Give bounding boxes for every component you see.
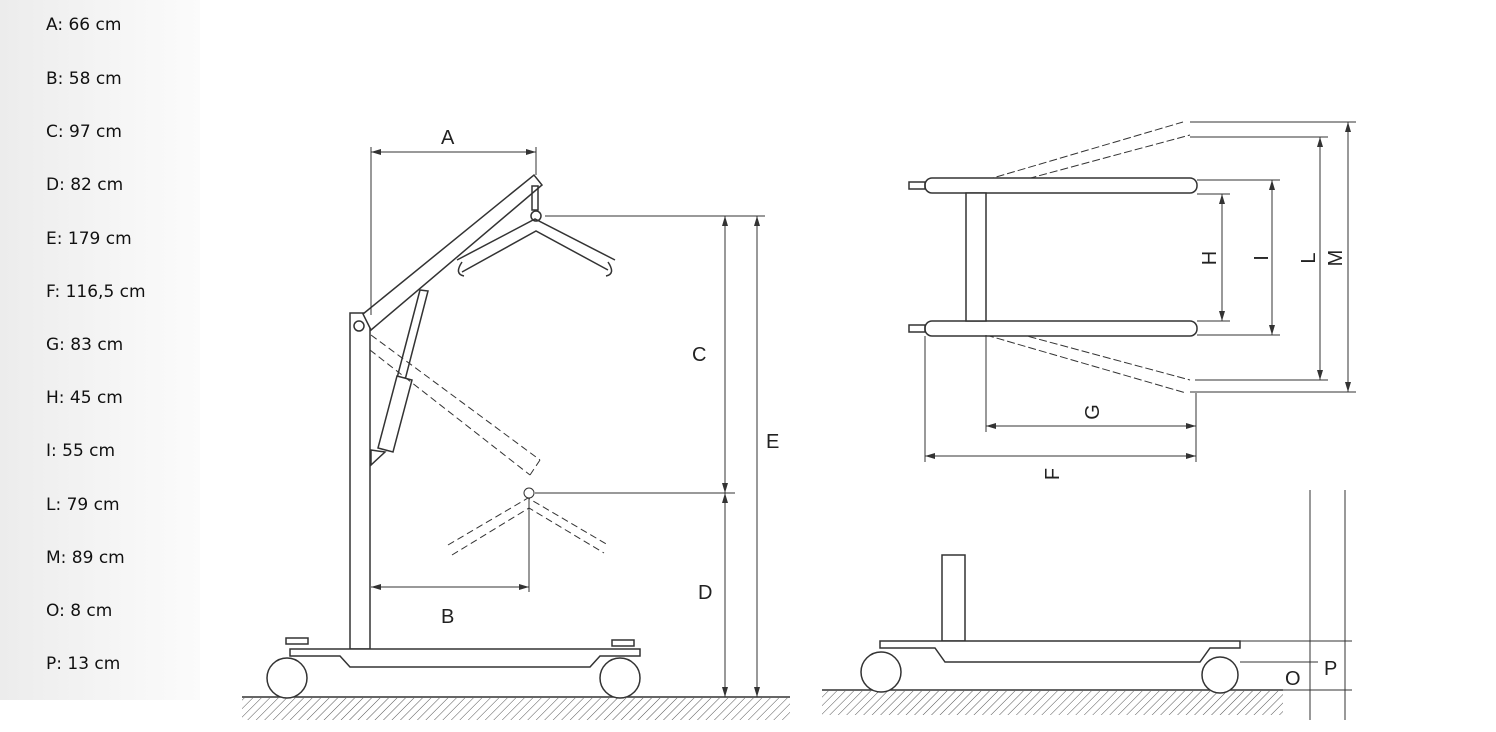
label-c: C	[692, 344, 706, 366]
spec-e: E: 179 cm	[46, 229, 132, 249]
side-view: A B C D E	[242, 127, 790, 720]
detail-base	[879, 640, 1241, 663]
label-o: O	[1285, 668, 1301, 690]
upper-handle	[908, 181, 926, 190]
spec-f: F: 116,5 cm	[46, 282, 146, 302]
spec-h: H: 45 cm	[46, 388, 123, 408]
actuator-mount	[370, 449, 387, 467]
spread-legs	[985, 121, 1191, 394]
spec-a: A: 66 cm	[46, 15, 122, 35]
hanger	[531, 185, 539, 211]
base-detail-view: O P	[822, 490, 1352, 720]
rear-caster-plate	[611, 639, 635, 647]
spec-c: C: 97 cm	[46, 122, 122, 142]
rear-wheel	[599, 657, 641, 699]
spec-p: P: 13 cm	[46, 654, 121, 674]
lower-handle	[908, 324, 926, 333]
top-leg-lower	[924, 320, 1198, 337]
label-p: P	[1324, 658, 1337, 680]
detail-front-wheel	[860, 651, 902, 693]
spreader-bar-bottom	[461, 230, 609, 273]
detail-rear-wheel	[1201, 656, 1239, 694]
boom	[362, 173, 544, 332]
mast	[349, 312, 371, 650]
top-leg-upper	[924, 177, 1198, 194]
spec-m: M: 89 cm	[46, 548, 125, 568]
spec-g: G: 83 cm	[46, 335, 124, 355]
label-g: G	[1082, 404, 1104, 420]
spec-d: D: 82 cm	[46, 175, 124, 195]
label-d: D	[698, 582, 712, 604]
label-i: I	[1251, 255, 1273, 261]
actuator-cylinder	[377, 375, 413, 453]
front-caster-plate	[285, 637, 309, 645]
pivot	[353, 320, 365, 332]
dimension-spec-list: A: 66 cm B: 58 cm C: 97 cm D: 82 cm E: 1…	[0, 0, 200, 700]
detail-ground-hatch	[822, 691, 1283, 715]
label-h: H	[1199, 251, 1221, 265]
label-b: B	[441, 606, 454, 628]
side-dimensions	[370, 147, 765, 697]
front-wheel	[266, 657, 308, 699]
swivel	[530, 210, 542, 222]
spec-b: B: 58 cm	[46, 69, 122, 89]
spreader-bar-top	[456, 218, 616, 261]
label-m: M	[1325, 250, 1347, 267]
spec-l: L: 79 cm	[46, 495, 120, 515]
lowered-swivel	[523, 487, 535, 499]
label-f: F	[1042, 468, 1064, 480]
top-dimensions	[924, 121, 1356, 462]
ground-hatch	[242, 698, 790, 720]
spec-i: I: 55 cm	[46, 441, 116, 461]
top-view: H I L M G F	[908, 121, 1356, 480]
label-l: L	[1298, 252, 1320, 263]
label-e: E	[766, 431, 779, 453]
detail-dimensions	[1240, 490, 1352, 720]
top-crossbar	[965, 192, 987, 322]
spreader-hooks	[457, 261, 613, 277]
spec-o: O: 8 cm	[46, 601, 113, 621]
detail-mast	[941, 554, 966, 642]
base	[289, 648, 641, 668]
label-a: A	[441, 127, 455, 149]
